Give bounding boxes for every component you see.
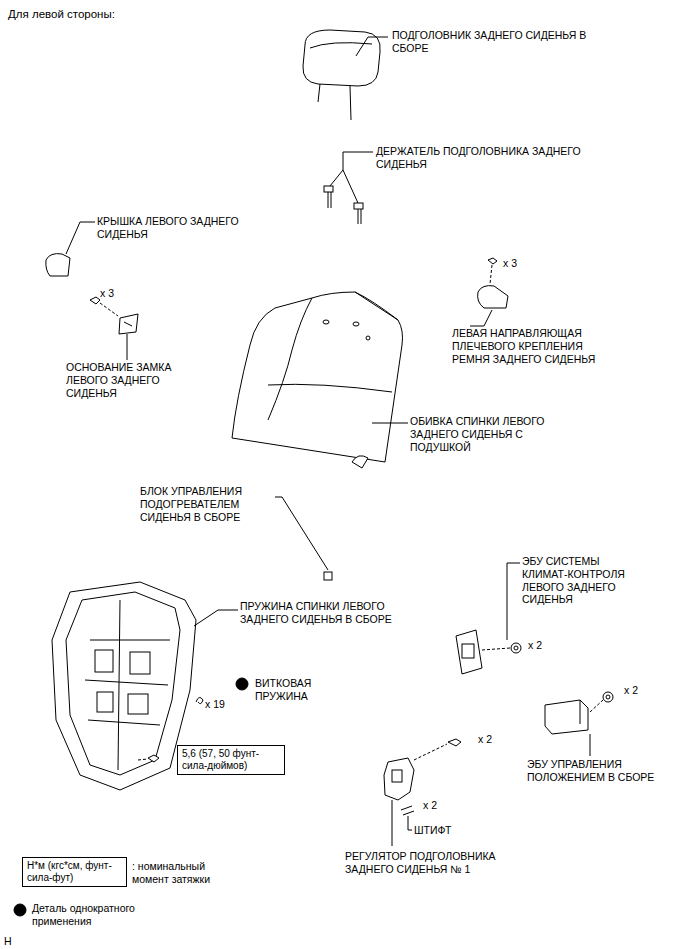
quantity-label: x 2 (528, 639, 542, 652)
part-label: КРЫШКА ЛЕВОГО ЗАДНЕГО СИДЕНЬЯ (97, 215, 257, 241)
part-label: ПРУЖИНА СПИНКИ ЛЕВОГО ЗАДНЕГО СИДЕНЬЯ В … (240, 600, 425, 626)
part-label: ОСНОВАНИЕ ЗАМКА ЛЕВОГО ЗАДНЕГО СИДЕНЬЯ (66, 361, 188, 399)
legend-text: : номинальный момент затяжки (132, 860, 237, 886)
part-label: БЛОК УПРАВЛЕНИЯ ПОДОГРЕВАТЕЛЕМ СИДЕНЬЯ В… (140, 485, 280, 523)
quantity-label: x 3 (503, 257, 517, 270)
quantity-label: x 2 (478, 733, 492, 746)
part-label: ПОДГОЛОВНИК ЗАДНЕГО СИДЕНЬЯ В СБОРЕ (392, 29, 602, 55)
heading: Для левой стороны: (8, 7, 115, 21)
part-label: ЭБУ УПРАВЛЕНИЯ ПОЛОЖЕНИЕМ В СБОРЕ (527, 758, 677, 784)
legend-torque-box: Н*м (кгс*см, фунт-сила-фут) (22, 857, 127, 887)
part-label: ДЕРЖАТЕЛЬ ПОДГОЛОВНИКА ЗАДНЕГО СИДЕНЬЯ (376, 145, 601, 171)
part-label: ЭБУ СИСТЕМЫ КЛИМАТ-КОНТРОЛЯ ЛЕВОГО ЗАДНЕ… (522, 555, 647, 606)
part-label: ВИТКОВАЯ ПРУЖИНА (255, 677, 337, 703)
legend-text: Деталь однократного применения (32, 902, 162, 928)
part-label: H (4, 935, 12, 948)
quantity-label: x 3 (100, 287, 114, 300)
part-label: ОБИВКА СПИНКИ ЛЕВОГО ЗАДНЕГО СИДЕНЬЯ С П… (410, 415, 575, 453)
torque-value: Н*м (кгс*см, фунт-сила-фут) (27, 860, 122, 884)
quantity-label: x 2 (423, 799, 437, 812)
torque-box: 5,6 (57, 50 фунт-сила-дюймов) (177, 745, 285, 775)
quantity-label: x 2 (624, 684, 638, 697)
part-label: ШТИФТ (414, 824, 451, 837)
quantity-label: x 19 (205, 698, 225, 711)
part-label: РЕГУЛЯТОР ПОДГОЛОВНИКА ЗАДНЕГО СИДЕНЬЯ №… (345, 850, 530, 876)
torque-value: 5,6 (57, 50 фунт-сила-дюймов) (182, 748, 280, 772)
part-label: ЛЕВАЯ НАПРАВЛЯЮЩАЯ ПЛЕЧЕВОГО КРЕПЛЕНИЯ Р… (452, 327, 617, 365)
